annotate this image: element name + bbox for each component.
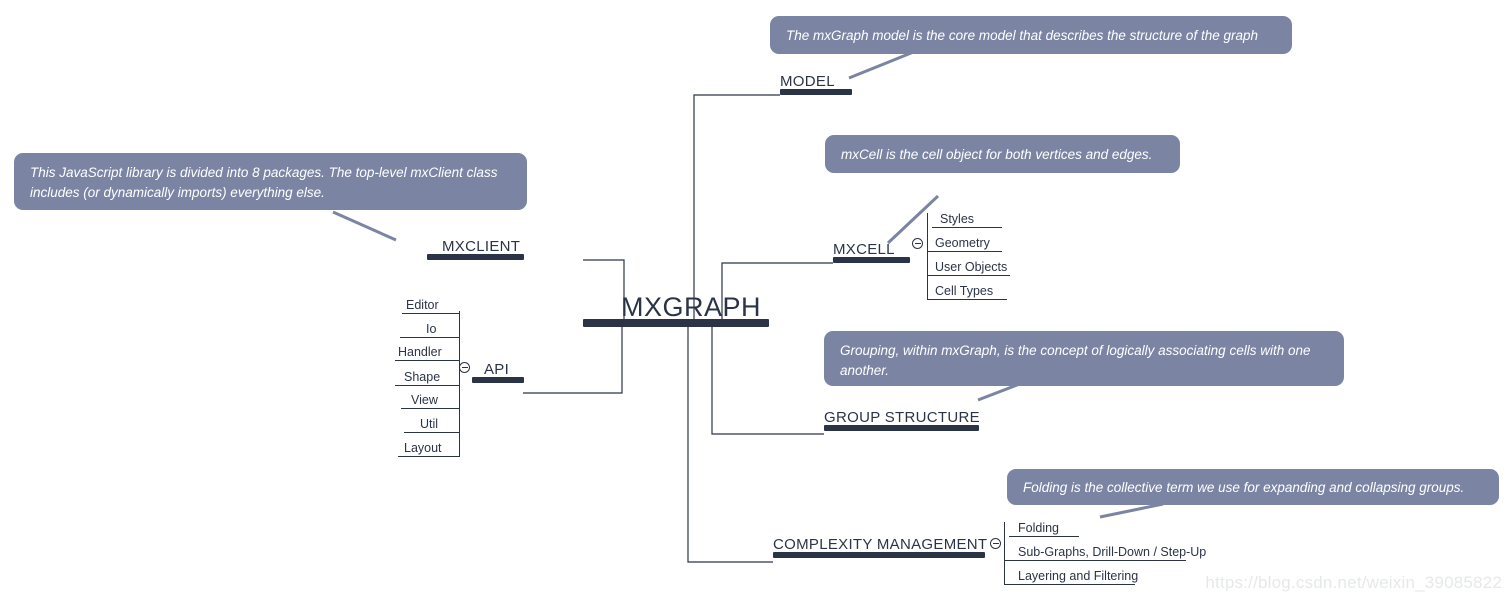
- sublist-mxcell-rule-2: [927, 275, 1010, 276]
- watermark: https://blog.csdn.net/weixin_39085822: [1205, 573, 1502, 592]
- branch-label-group-structure: GROUP STRUCTURE: [824, 409, 980, 426]
- sublist-api-item-1[interactable]: Io: [426, 322, 437, 336]
- sublist-api-rule-4: [401, 408, 460, 409]
- branch-node-api[interactable]: API: [472, 360, 524, 383]
- sublist-complexity-spine: [1004, 522, 1005, 584]
- branch-label-api: API: [484, 361, 510, 378]
- sublist-mxcell-item-0[interactable]: Styles: [940, 212, 975, 226]
- branch-node-mxclient[interactable]: MXCLIENT: [427, 237, 524, 260]
- sublist-api-item-2[interactable]: Handler: [398, 345, 442, 359]
- sublist-mxcell-spine: [927, 213, 928, 299]
- callout-mxcell-note: mxCell is the cell object for both verti…: [825, 135, 1180, 173]
- branch-label-model: MODEL: [780, 73, 835, 90]
- sublist-api-rule-6: [398, 456, 460, 457]
- sublist-complexity-item-1[interactable]: Sub-Graphs, Drill-Down / Step-Up: [1018, 545, 1207, 559]
- sublist-api-item-6[interactable]: Layout: [404, 441, 442, 455]
- sublist-api-rule-1: [400, 337, 460, 338]
- sublist-complexity-item-0[interactable]: Folding: [1018, 521, 1059, 535]
- sublist-complexity-rule-0: [1009, 536, 1079, 537]
- sublist-api-item-3[interactable]: Shape: [404, 370, 441, 384]
- branch-bar-mxcell: [833, 257, 910, 263]
- center-node-mxgraph[interactable]: MXGRAPH: [583, 278, 769, 327]
- sublist-mxcell-item-1[interactable]: Geometry: [935, 236, 990, 250]
- sublist-api-item-0[interactable]: Editor: [406, 298, 439, 312]
- center-node-bar: [583, 319, 769, 327]
- sublist-complexity-rule-1: [1004, 560, 1186, 561]
- callout-model-note: The mxGraph model is the core model that…: [770, 16, 1292, 54]
- branch-bar-api: [472, 377, 524, 383]
- sublist-mxcell-rule-1: [927, 251, 1002, 252]
- sublist-api-item-4[interactable]: View: [411, 393, 438, 407]
- branch-bar-mxclient: [427, 254, 524, 260]
- branch-label-complexity-management: COMPLEXITY MANAGEMENT: [773, 536, 988, 553]
- branch-bar-complexity-management: [773, 552, 985, 558]
- branch-node-mxcell[interactable]: MXCELL: [833, 240, 910, 263]
- branch-bar-model: [780, 89, 852, 95]
- callout-mxclient-note: This JavaScript library is divided into …: [14, 153, 527, 210]
- callout-group-note: Grouping, within mxGraph, is the concept…: [824, 331, 1344, 386]
- sublist-api-rule-5: [404, 432, 460, 433]
- branch-node-group-structure[interactable]: GROUP STRUCTURE: [824, 408, 980, 431]
- sublist-complexity-item-2[interactable]: Layering and Filtering: [1018, 569, 1139, 583]
- branch-label-mxcell: MXCELL: [833, 241, 895, 258]
- collapse-toggle-api[interactable]: [459, 362, 470, 373]
- branch-node-model[interactable]: MODEL: [780, 72, 852, 95]
- sublist-api-spine: [459, 311, 460, 457]
- collapse-toggle-mxcell[interactable]: [912, 238, 923, 249]
- sublist-mxcell-rule-3: [927, 299, 1007, 300]
- sublist-api-rule-0: [402, 313, 460, 314]
- branch-node-complexity-management[interactable]: COMPLEXITY MANAGEMENT: [773, 535, 988, 558]
- sublist-complexity-rule-2: [1004, 584, 1135, 585]
- sublist-mxcell-item-3[interactable]: Cell Types: [935, 284, 994, 298]
- sublist-api-rule-3: [395, 385, 460, 386]
- sublist-mxcell-item-2[interactable]: User Objects: [935, 260, 1008, 274]
- sublist-mxcell-rule-0: [932, 227, 1002, 228]
- collapse-toggle-complexity[interactable]: [990, 538, 1001, 549]
- callout-folding-note: Folding is the collective term we use fo…: [1007, 469, 1499, 505]
- sublist-api-rule-2: [395, 360, 460, 361]
- sublist-api-item-5[interactable]: Util: [420, 417, 439, 431]
- branch-label-mxclient: MXCLIENT: [442, 238, 521, 255]
- center-node-label: MXGRAPH: [621, 292, 762, 322]
- branch-bar-group-structure: [824, 425, 979, 431]
